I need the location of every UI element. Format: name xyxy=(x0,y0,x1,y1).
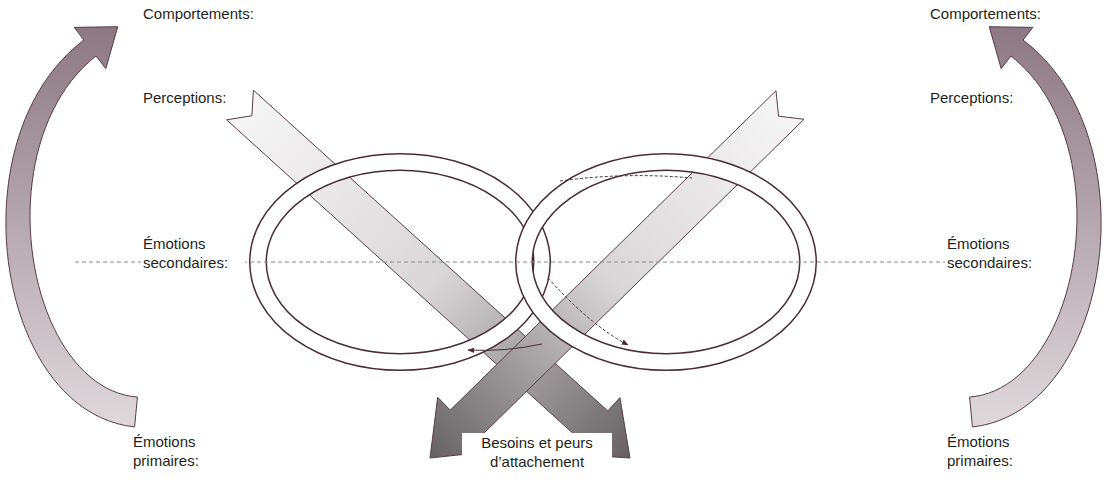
stage-label: Émotions primaires: xyxy=(945,432,1049,470)
cycle-arrow xyxy=(970,27,1102,427)
flow-arrow xyxy=(468,344,542,350)
flow-arrow xyxy=(548,278,628,345)
stage-label: Perceptions: xyxy=(928,88,1038,107)
stage-label: Émotions secondaires: xyxy=(141,234,245,272)
stage-label: Comportements: xyxy=(141,4,271,23)
flow-arrow xyxy=(560,176,692,181)
stage-label: Émotions primaires: xyxy=(131,432,235,470)
cycle-arrow xyxy=(6,27,138,427)
stage-label: Perceptions: xyxy=(141,88,251,107)
stage-label: Comportements: xyxy=(928,4,1058,23)
stage-label: Émotions secondaires: xyxy=(945,234,1049,272)
band-arrow xyxy=(227,90,630,458)
band-arrow xyxy=(430,91,804,458)
attachment-label: Besoins et peurs d’attachement xyxy=(462,433,612,471)
